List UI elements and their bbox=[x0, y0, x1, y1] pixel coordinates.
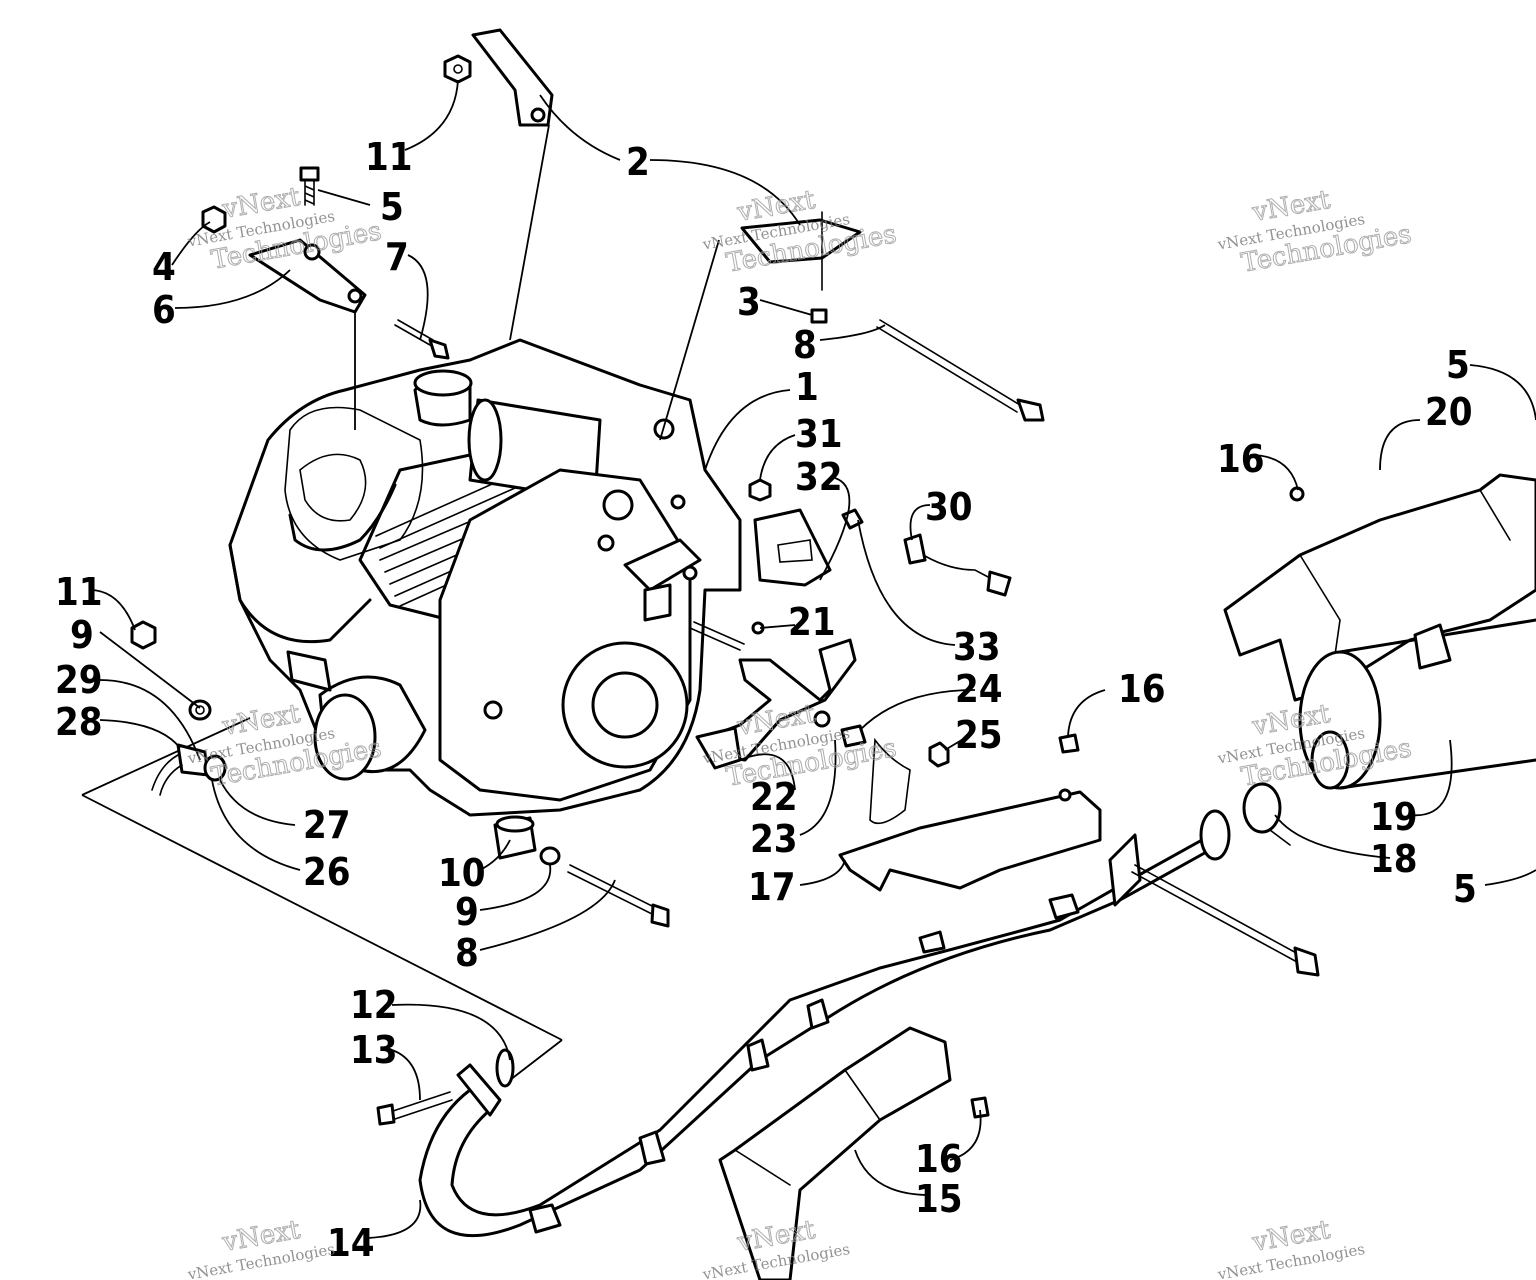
callout-30: 30 bbox=[925, 485, 973, 529]
leader-lines bbox=[89, 79, 1536, 1239]
callout-15: 15 bbox=[915, 1177, 963, 1221]
callout-19: 19 bbox=[1370, 795, 1418, 839]
callout-11b: 11 bbox=[55, 570, 103, 614]
callout-32: 32 bbox=[795, 455, 843, 499]
callout-8b: 8 bbox=[455, 931, 479, 975]
callout-27: 27 bbox=[303, 803, 351, 847]
callout-8: 8 bbox=[793, 323, 817, 367]
callout-16b: 16 bbox=[1118, 667, 1166, 711]
left-fasteners bbox=[130, 620, 670, 928]
callout-29: 29 bbox=[55, 658, 103, 702]
callout-7: 7 bbox=[385, 235, 409, 279]
callout-18: 18 bbox=[1370, 837, 1418, 881]
callout-14: 14 bbox=[327, 1221, 375, 1265]
callout-26: 26 bbox=[303, 850, 351, 894]
callout-9: 9 bbox=[70, 613, 94, 657]
callout-20: 20 bbox=[1425, 390, 1473, 434]
watermark: vNext vNext Technologies Technologies bbox=[1215, 698, 1414, 793]
callout-25: 25 bbox=[955, 713, 1003, 757]
callout-13: 13 bbox=[350, 1028, 398, 1072]
watermark: vNext vNext Technologies Technologies bbox=[185, 181, 384, 276]
callout-3: 3 bbox=[737, 280, 761, 324]
callout-6: 6 bbox=[152, 288, 176, 332]
callout-9b: 9 bbox=[455, 890, 479, 934]
callout-5c: 5 bbox=[1453, 867, 1477, 911]
exhaust-system bbox=[376, 788, 1231, 1280]
callout-4: 4 bbox=[152, 245, 176, 289]
watermark: vNext vNext Technologies Technologies bbox=[700, 184, 899, 279]
callout-10: 10 bbox=[438, 851, 486, 895]
callout-33: 33 bbox=[953, 625, 1001, 669]
watermark: vNext vNext Technologies bbox=[1215, 1214, 1366, 1280]
callout-31: 31 bbox=[795, 412, 843, 456]
callout-1: 1 bbox=[795, 365, 819, 409]
callout-23: 23 bbox=[750, 817, 798, 861]
muffler-assembly bbox=[970, 473, 1536, 1119]
callout-11: 11 bbox=[365, 135, 413, 179]
callout-16c: 16 bbox=[915, 1137, 963, 1181]
callout-22: 22 bbox=[750, 775, 798, 819]
engine-assembly bbox=[81, 338, 742, 1081]
callout-labels: 1 2 3 4 5 5 5 6 7 8 8 9 9 10 11 11 12 13… bbox=[55, 135, 1477, 1265]
callout-5b: 5 bbox=[1446, 343, 1470, 387]
callout-28: 28 bbox=[55, 700, 103, 744]
callout-5: 5 bbox=[380, 185, 404, 229]
callout-17: 17 bbox=[748, 865, 796, 909]
watermark: vNext vNext Technologies bbox=[185, 1214, 336, 1280]
watermark: vNext vNext Technologies Technologies bbox=[1215, 184, 1414, 279]
engine-mount-brackets bbox=[201, 28, 1045, 441]
callout-2: 2 bbox=[626, 140, 650, 184]
callout-21: 21 bbox=[788, 600, 836, 644]
callout-16: 16 bbox=[1217, 437, 1265, 481]
callout-12: 12 bbox=[350, 983, 398, 1027]
callout-24: 24 bbox=[955, 667, 1003, 711]
